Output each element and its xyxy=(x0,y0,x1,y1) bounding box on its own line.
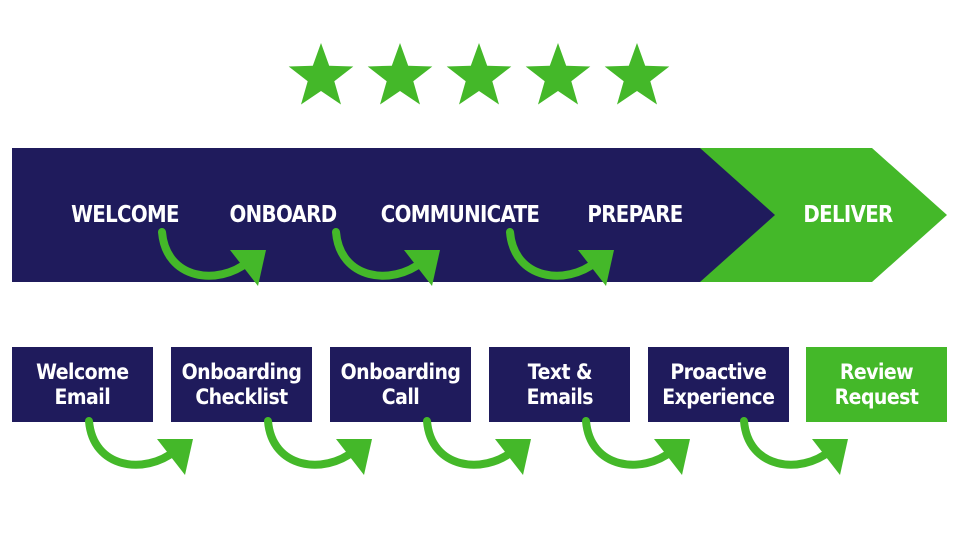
curved-arrow-icon xyxy=(264,417,372,475)
step-label: Proactive Experience xyxy=(662,359,775,409)
star-icon xyxy=(603,42,671,110)
step-label: Welcome Email xyxy=(36,359,129,409)
curved-arrow-icon xyxy=(582,417,690,475)
step-label: Onboarding Call xyxy=(340,359,461,409)
curved-arrow-icon xyxy=(158,228,266,286)
step-label: Text & Emails xyxy=(526,359,593,409)
stage-label-deliver: DELIVER xyxy=(803,202,893,228)
stage-label-communicate: COMMUNICATE xyxy=(380,202,540,228)
stage-label-welcome: WELCOME xyxy=(71,202,179,228)
star-icon xyxy=(445,42,513,110)
step-welcome-email: Welcome Email xyxy=(12,347,153,422)
curved-arrow-icon xyxy=(423,417,531,475)
five-star-rating xyxy=(287,42,671,110)
step-label: Review Request xyxy=(834,359,919,409)
step-review-request: Review Request xyxy=(806,347,947,422)
stage-label-prepare: PREPARE xyxy=(587,202,683,228)
star-icon xyxy=(524,42,592,110)
step-label: Onboarding Checklist xyxy=(181,359,302,409)
curved-arrow-icon xyxy=(85,417,193,475)
stage-label-onboard: ONBOARD xyxy=(229,202,338,228)
step-onboarding-call: Onboarding Call xyxy=(330,347,471,422)
step-proactive-experience: Proactive Experience xyxy=(648,347,789,422)
star-icon xyxy=(287,42,355,110)
curved-arrow-icon xyxy=(332,228,440,286)
step-text-and-emails: Text & Emails xyxy=(489,347,630,422)
star-icon xyxy=(366,42,434,110)
curved-arrow-icon xyxy=(506,228,614,286)
band-navy-segment xyxy=(12,148,775,282)
step-onboarding-checklist: Onboarding Checklist xyxy=(171,347,312,422)
curved-arrow-icon xyxy=(740,417,848,475)
